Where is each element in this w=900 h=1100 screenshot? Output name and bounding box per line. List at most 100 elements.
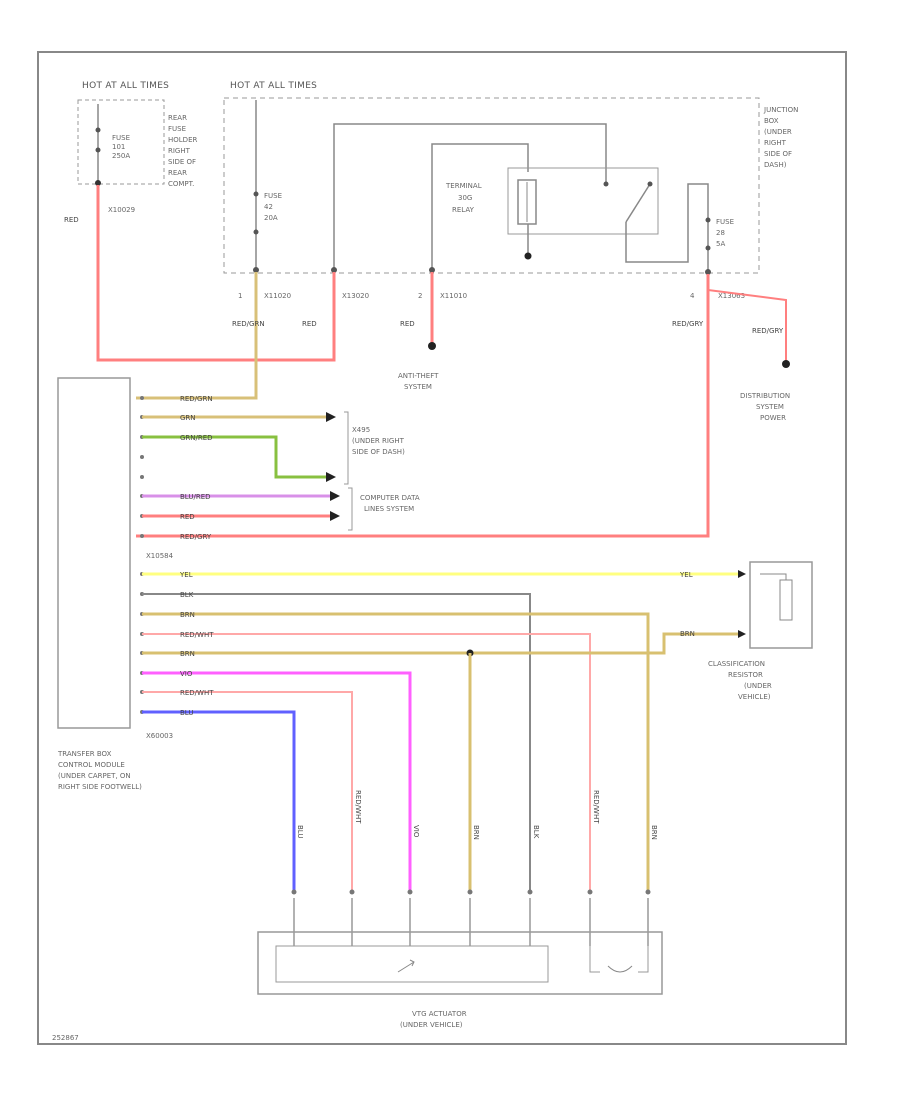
x495-label: X495 (UNDER RIGHT SIDE OF DASH) (352, 426, 406, 456)
x495-terminal-1 (326, 412, 336, 422)
junction-box (223, 97, 760, 274)
relay-switch-dot (647, 181, 653, 187)
resistor-terminal-1 (738, 570, 746, 578)
wire-red-gry-distribution (707, 274, 787, 362)
jb-pin-1 (253, 267, 259, 273)
wire-label-vio-vert: VIO (412, 825, 420, 838)
wire-label-red-wht-vert: RED/WHT (354, 790, 362, 824)
vtg-actuator-sensor-symbol (607, 965, 633, 973)
classification-resistor-element (779, 579, 793, 621)
wire-label-brn-res: BRN (680, 630, 695, 638)
wire-label-red-wht-mod: RED/WHT (180, 631, 214, 639)
wire-label-brn-mod: BRN (180, 611, 195, 619)
classification-resistor (749, 561, 813, 649)
wire-label-red-grn-top: RED/GRN (232, 320, 265, 328)
wire-label-red-fuse101: RED (64, 216, 79, 224)
fuse-42-top-dot (253, 191, 259, 197)
classification-resistor-label: CLASSIFICATION RESISTOR (UNDER VEHICLE) (708, 660, 774, 701)
pin-4-label: 4 (690, 292, 695, 300)
wire-label-grn-mod: GRN (180, 414, 196, 422)
hot-at-all-times-1: HOT AT ALL TIMES (82, 81, 169, 91)
wire-label-red-top: RED (302, 320, 317, 328)
wire-label-yel-mod: YEL (179, 571, 193, 579)
wire-blu-vtg (142, 710, 296, 890)
rear-fuse-holder-box (77, 99, 165, 185)
relay-coil-line (431, 143, 529, 268)
wire-blk-vtg (142, 593, 531, 890)
distribution-terminal (782, 360, 790, 368)
connector-x13020: X13020 (342, 292, 369, 300)
vtg-actuator-label: VTG ACTUATOR (UNDER VEHICLE) (400, 1010, 469, 1029)
pin-2-label: 2 (418, 292, 422, 300)
module-pins (140, 396, 144, 714)
wire-label-blk-mod: BLK (180, 591, 194, 599)
wire-red-grn-to-module (136, 272, 258, 400)
terminal-30g-relay-label: TERMINAL 30G RELAY (445, 182, 484, 214)
fuse-28-bottom-dot (705, 245, 711, 251)
vtg-terminal-stubs (293, 898, 649, 946)
wire-label-red-anti-theft: RED (400, 320, 415, 328)
fuse-101-top-dot (95, 127, 101, 133)
wire-label-blu-mod: BLU (180, 709, 193, 717)
wire-label-brn-mod-2: BRN (180, 650, 195, 658)
fuse-42-bottom-dot (253, 229, 259, 235)
resistor-lead (760, 573, 787, 580)
connector-x13063: X13063 (718, 292, 745, 300)
page-code: 252867 (52, 1034, 79, 1042)
relay-coil (517, 179, 537, 225)
wire-red-wht-vtg-2 (142, 691, 353, 890)
transfer-box-control-module (57, 377, 131, 729)
jb-pin-2 (429, 267, 435, 273)
fuse-28-label: FUSE 28 5A (716, 218, 736, 248)
anti-theft-label: ANTI-THEFT SYSTEM (398, 372, 441, 391)
fuse-42-label: FUSE 42 20A (264, 192, 284, 222)
relay-contact-dot (603, 181, 609, 187)
data-lines-bracket (348, 487, 353, 531)
diagram-frame (37, 51, 847, 1045)
junction-box-label: JUNCTION BOX (UNDER RIGHT SIDE OF DASH) (763, 106, 801, 169)
wire-red-wht-vtg (142, 633, 591, 890)
hot-at-all-times-2: HOT AT ALL TIMES (230, 81, 317, 91)
vtg-connector-pins (291, 889, 651, 895)
connector-x60003: X60003 (146, 732, 173, 740)
transfer-box-module-label: TRANSFER BOX CONTROL MODULE (UNDER CARPE… (57, 750, 142, 791)
jb-pin-x13020 (331, 267, 337, 273)
wire-grn-red-x495 (142, 435, 326, 479)
wire-label-brn-vert: BRN (472, 825, 480, 840)
connector-x11020: X11020 (264, 292, 291, 300)
vtg-actuator-sensor (589, 946, 649, 973)
relay-feed-line (333, 123, 607, 268)
connector-x10029: X10029 (108, 206, 135, 214)
wire-vio-vtg (142, 671, 412, 890)
connector-x11010: X11010 (440, 292, 467, 300)
jb-pin-4 (705, 269, 711, 275)
wire-label-blu-red-mod: BLU/RED (180, 493, 211, 501)
terminal-30g-relay-box (507, 167, 659, 235)
connector-x10584: X10584 (146, 552, 174, 560)
distribution-power-label: DISTRIBUTION SYSTEM POWER (740, 392, 792, 422)
wire-label-red-mod: RED (180, 513, 195, 521)
relay-switch-arm (625, 183, 651, 223)
wire-brn-resistor (142, 632, 738, 655)
wire-label-red-gry-mod: RED/GRY (180, 533, 212, 541)
relay-out-line (625, 183, 709, 272)
wire-label-red-gry-dist: RED/GRY (752, 327, 784, 335)
vtg-actuator (257, 931, 663, 995)
anti-theft-terminal (428, 342, 436, 350)
wire-label-red-wht-mod-2: RED/WHT (180, 689, 214, 697)
x495-terminal-2 (326, 472, 336, 482)
relay-ground-dot (524, 252, 532, 260)
wire-label-red-grn-mod: RED/GRN (180, 395, 213, 403)
wire-red-gry-to-module (136, 274, 710, 538)
fuse-28-top-dot (705, 217, 711, 223)
wire-label-red-wht-vert-2: RED/WHT (592, 790, 600, 824)
data-terminal-2 (330, 511, 340, 521)
wire-label-blu-vert: BLU (296, 825, 304, 838)
wire-label-brn-vert-2: BRN (650, 825, 658, 840)
wire-label-blk-vert: BLK (532, 825, 540, 839)
wire-label-grn-red-mod: GRN/RED (180, 434, 213, 442)
rear-fuse-holder-label: REAR FUSE HOLDER RIGHT SIDE OF REAR COMP… (168, 114, 200, 188)
x495-bracket (344, 411, 349, 485)
fuse-101-mid-dot (95, 147, 101, 153)
